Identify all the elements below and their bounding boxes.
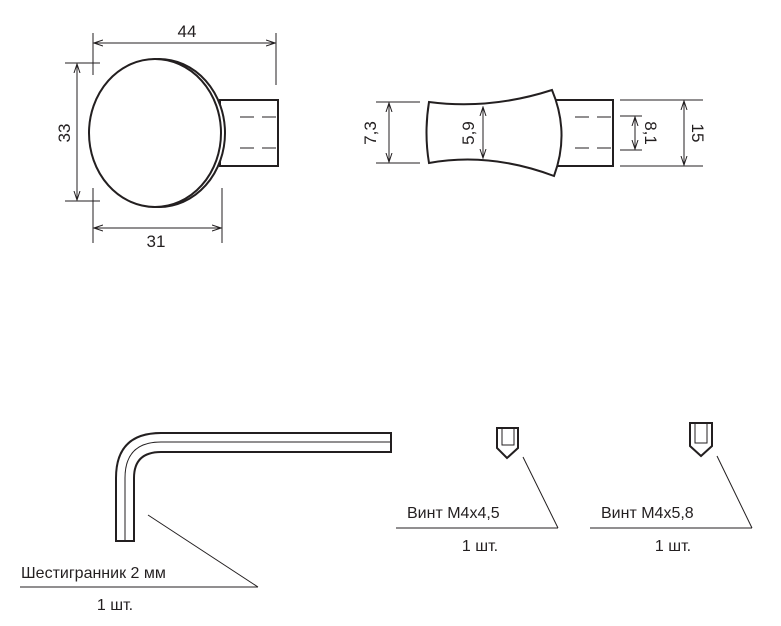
dim-height: 33 — [55, 124, 74, 143]
hex-key-part: Шестигранник 2 мм 1 шт. — [20, 432, 392, 614]
part-name-hex-key: Шестигранник 2 мм — [21, 565, 166, 582]
dim-diameter: 31 — [147, 232, 166, 251]
part-qty-screw-1: 1 шт. — [462, 538, 498, 555]
knob-stem — [219, 99, 279, 167]
part-qty-hex-key: 1 шт. — [97, 597, 133, 614]
dim-width-total: 44 — [178, 22, 197, 41]
dim-end-height: 7,3 — [361, 121, 380, 145]
knob-body-profile — [425, 88, 563, 178]
hex-key-icon — [115, 432, 392, 542]
knob-face — [88, 58, 222, 208]
screw-icon — [496, 427, 519, 460]
dim-hole-size: 8,1 — [641, 121, 660, 145]
side-view: 7,3 5,9 8,1 15 — [361, 88, 707, 178]
part-name-screw-2: Винт М4x5,8 — [601, 505, 694, 522]
screw-icon — [689, 422, 713, 458]
part-name-screw-1: Винт М4x4,5 — [407, 505, 500, 522]
side-stem — [554, 99, 614, 167]
screw-m4x4-5-part: Винт М4x4,5 1 шт. — [396, 427, 559, 555]
part-qty-screw-2: 1 шт. — [655, 538, 691, 555]
front-view: 44 33 31 — [55, 22, 279, 251]
screw-m4x5-8-part: Винт М4x5,8 1 шт. — [590, 422, 753, 555]
dim-stem-height: 15 — [688, 124, 707, 143]
dim-waist-height: 5,9 — [459, 121, 478, 145]
